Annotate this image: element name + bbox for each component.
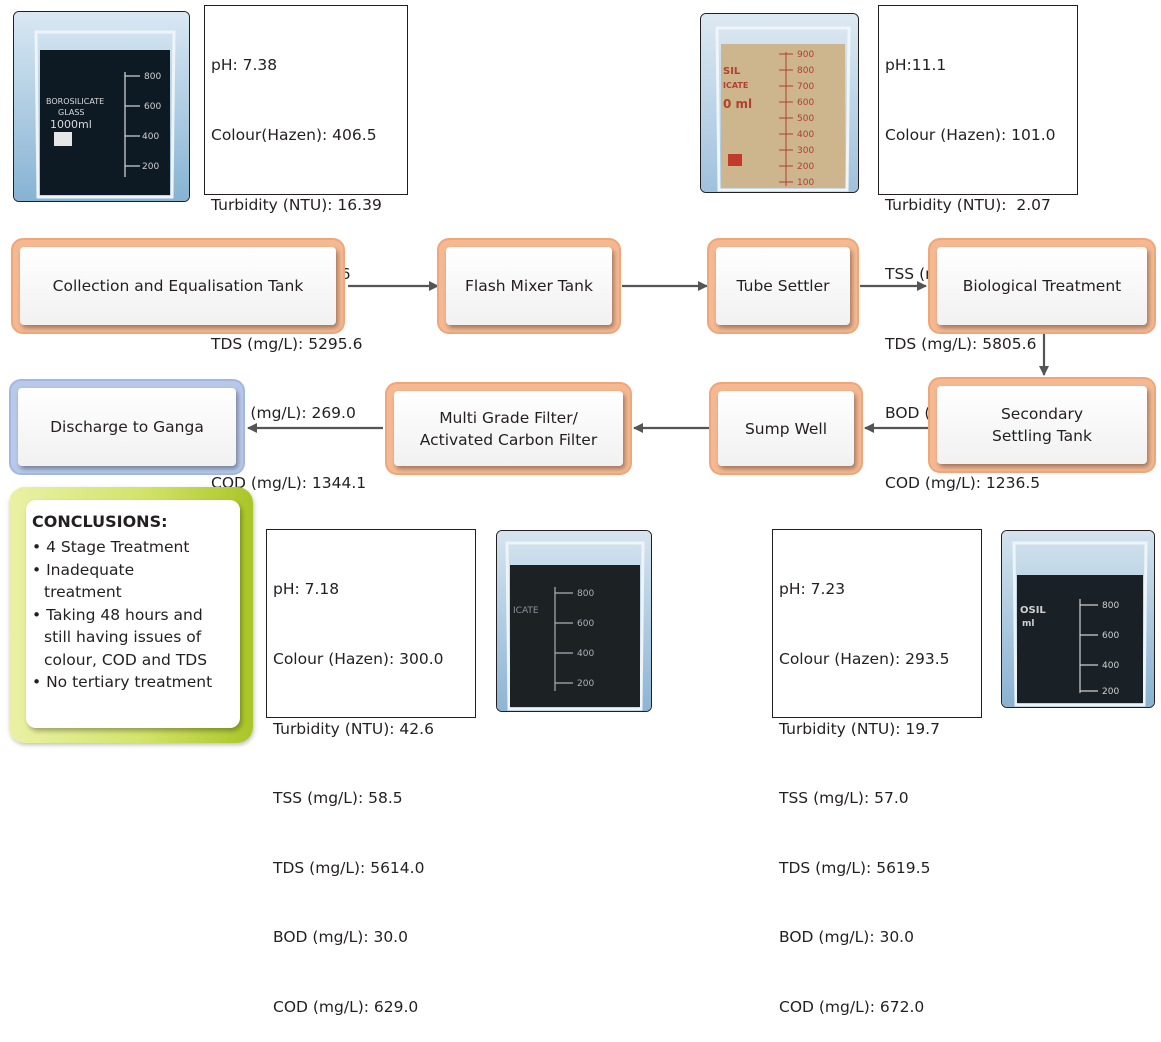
param-tss: TSS (mg/L): 57.0	[779, 789, 909, 808]
beaker-tick-filter-600: 600	[577, 619, 594, 629]
filter-liquid	[510, 565, 640, 707]
beaker-tick-secondary-800: 800	[1102, 601, 1119, 611]
stage-multi-grade-filter: Multi Grade Filter/ Activated Carbon Fil…	[385, 382, 632, 475]
param-colour: Colour(Hazen): 406.5	[211, 126, 377, 144]
stage-label-line2: Activated Carbon Filter	[419, 430, 598, 449]
beaker-photo-filter: ICATE 800 600 400 200	[496, 530, 652, 712]
beaker-print-tube-3: 0 ml	[723, 97, 752, 111]
stage-label-line1: Multi Grade Filter/	[439, 408, 578, 427]
stage-sump-well: Sump Well	[709, 382, 863, 475]
stage-collection-equalisation: Collection and Equalisation Tank	[11, 238, 345, 334]
beaker-tick-raw-800: 800	[144, 72, 161, 82]
param-turbidity: Turbidity (NTU): 19.7	[779, 719, 940, 738]
beaker-tick-tube-200: 200	[797, 162, 814, 172]
param-colour: Colour (Hazen): 101.0	[885, 126, 1056, 144]
stage-label: Collection and Equalisation Tank	[52, 277, 304, 295]
beaker-tick-filter-200: 200	[577, 679, 594, 689]
param-tds: TDS (mg/L): 5295.6	[211, 334, 363, 353]
beaker-tick-tube-400: 400	[797, 130, 814, 140]
beaker-print-raw-3: 1000ml	[50, 118, 92, 131]
beaker-print-tube-2: ICATE	[723, 81, 748, 90]
raw-liquid	[40, 50, 170, 195]
beaker-tick-tube-500: 500	[797, 114, 814, 124]
param-tss: TSS (mg/L): 58.5	[273, 789, 403, 808]
param-bod: BOD (mg/L): 30.0	[779, 928, 914, 947]
params-box-secondary: pH: 7.23 Colour (Hazen): 293.5 Turbidity…	[772, 529, 982, 1016]
beaker-print-raw-1: BOROSILICATE	[46, 97, 104, 106]
param-tds: TDS (mg/L): 5619.5	[779, 858, 931, 877]
stage-label: Biological Treatment	[962, 277, 1122, 295]
beaker-print-raw-2: GLASS	[58, 108, 84, 117]
beaker-print-filter-1: ICATE	[513, 606, 539, 616]
stage-label-line1: Secondary	[1000, 405, 1084, 423]
stage-discharge-ganga: Discharge to Ganga	[9, 379, 245, 475]
beaker-photo-tube-settler: SIL ICATE 0 ml 900 800 700 600 500 400 3…	[700, 13, 859, 193]
param-cod: COD (mg/L): 629.0	[273, 997, 419, 1016]
beaker-tick-raw-200: 200	[142, 162, 159, 172]
param-colour: Colour (Hazen): 293.5	[779, 650, 950, 668]
stage-label-line2: Settling Tank	[992, 427, 1092, 445]
conclusions-panel: CONCLUSIONS: 4 Stage Treatment Inadequat…	[9, 487, 253, 743]
beaker-tick-secondary-200: 200	[1102, 687, 1119, 697]
beaker-tick-raw-400: 400	[142, 132, 159, 142]
param-ph: pH: 7.38	[211, 56, 278, 75]
stage-label: Flash Mixer Tank	[465, 277, 593, 295]
param-colour: Colour (Hazen): 300.0	[273, 650, 444, 668]
beaker-tick-tube-600: 600	[797, 98, 814, 108]
beaker-print-secondary-1: OSIL	[1020, 605, 1046, 616]
stage-tube-settler: Tube Settler	[707, 238, 859, 334]
beaker-print-tube-1: SIL	[723, 66, 741, 77]
param-cod: COD (mg/L): 672.0	[779, 997, 925, 1016]
beaker-tick-filter-400: 400	[577, 649, 594, 659]
param-cod: COD (mg/L): 1236.5	[885, 473, 1041, 492]
beaker-tick-tube-300: 300	[797, 146, 814, 156]
beaker-photo-raw: BOROSILICATE GLASS 1000ml 800 600 400 20…	[13, 11, 190, 202]
stage-label: Tube Settler	[736, 277, 830, 295]
beaker-tick-tube-800: 800	[797, 66, 814, 76]
beaker-tick-secondary-400: 400	[1102, 661, 1119, 671]
params-box-filter: pH: 7.18 Colour (Hazen): 300.0 Turbidity…	[266, 529, 476, 1016]
param-turbidity: Turbidity (NTU): 16.39	[211, 195, 382, 214]
beaker-tick-tube-900: 900	[797, 50, 814, 60]
flow-arrows	[247, 281, 1049, 433]
beaker-tick-tube-100: 100	[797, 178, 814, 188]
stage-secondary-settling: Secondary Settling Tank	[928, 377, 1156, 473]
params-box-tube-settler: pH:11.1 Colour (Hazen): 101.0 Turbidity …	[878, 5, 1078, 492]
conclusion-item: No tertiary treatment	[32, 671, 234, 694]
beaker-photo-secondary: OSIL ml 800 600 400 200	[1001, 530, 1155, 708]
param-bod: BOD (mg/L): 30.0	[273, 928, 408, 947]
stage-biological-treatment: Biological Treatment	[928, 238, 1156, 334]
beaker-tick-secondary-600: 600	[1102, 631, 1119, 641]
params-box-raw: pH: 7.38 Colour(Hazen): 406.5 Turbidity …	[204, 5, 408, 492]
param-turbidity: Turbidity (NTU): 2.07	[885, 195, 1051, 214]
param-turbidity: Turbidity (NTU): 42.6	[273, 719, 434, 738]
beaker-tick-tube-700: 700	[797, 82, 814, 92]
stage-label: Sump Well	[744, 419, 828, 438]
beaker-tick-filter-800: 800	[577, 589, 594, 599]
param-ph: pH: 7.23	[779, 580, 846, 599]
beaker-tick-raw-600: 600	[144, 102, 161, 112]
param-ph: pH:11.1	[885, 56, 947, 75]
param-ph: pH: 7.18	[273, 580, 340, 599]
conclusions-title: CONCLUSIONS:	[32, 512, 168, 531]
stage-flash-mixer: Flash Mixer Tank	[437, 238, 621, 334]
param-tds: TDS (mg/L): 5805.6	[885, 334, 1037, 353]
conclusion-item: 4 Stage Treatment	[32, 536, 234, 559]
beaker-print-secondary-2: ml	[1022, 619, 1034, 629]
stage-label: Discharge to Ganga	[50, 418, 204, 436]
param-tds: TDS (mg/L): 5614.0	[273, 858, 425, 877]
